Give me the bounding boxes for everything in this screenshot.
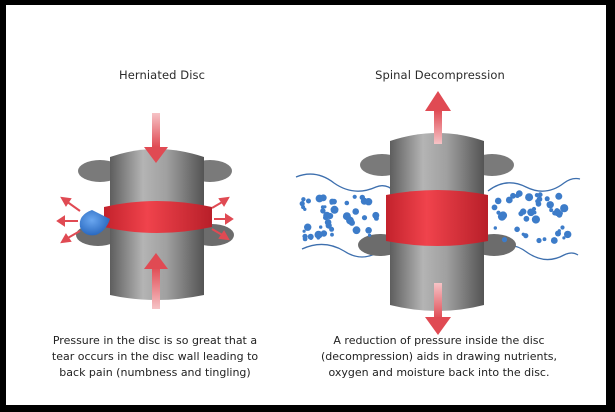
- nutrient-dot: [523, 215, 530, 222]
- nutrient-dot: [320, 230, 328, 237]
- pain-arrows-left: [56, 196, 81, 244]
- nutrient-dot: [496, 210, 501, 215]
- nutrient-dot: [505, 196, 513, 204]
- nutrient-dot: [320, 205, 325, 210]
- nutrient-dot: [510, 192, 516, 199]
- nutrient-dot: [373, 215, 379, 221]
- decompression-arrow-down: [425, 283, 451, 335]
- nutrient-dot: [314, 230, 323, 239]
- nutrient-dot: [536, 237, 542, 244]
- nutrient-dot: [535, 199, 539, 204]
- decompression-illustration: [295, 91, 581, 335]
- nutrient-dot: [501, 237, 508, 243]
- nutrient-dot: [329, 200, 334, 205]
- nutrient-dot: [520, 208, 527, 215]
- nutrient-dot: [544, 196, 550, 202]
- nutrient-dot: [562, 236, 566, 240]
- nutrient-dot: [560, 204, 569, 213]
- nutrient-wave-right-top: [487, 177, 581, 192]
- nutrient-dot: [531, 206, 537, 212]
- nutrient-dot: [494, 197, 502, 205]
- nutrient-dot: [329, 226, 335, 232]
- nutrient-dots-left: [299, 194, 380, 242]
- decompressed-disc: [386, 190, 488, 246]
- spinal-decompression-title: Spinal Decompression: [375, 68, 505, 82]
- nutrient-dot: [306, 198, 311, 204]
- nutrient-dot: [546, 201, 554, 209]
- nutrient-dot: [344, 200, 350, 206]
- herniated-disc-illustration: [56, 113, 234, 309]
- nutrient-dot: [324, 219, 332, 226]
- nutrient-dot: [555, 230, 561, 237]
- nutrient-dot: [361, 215, 368, 221]
- caption-line: back pain (numbness and tingling): [59, 366, 251, 379]
- decompression-caption: A reduction of pressure inside the disc …: [314, 333, 564, 381]
- nutrient-dot: [515, 193, 520, 198]
- nutrient-dot: [542, 237, 547, 242]
- nutrient-dot: [301, 197, 306, 202]
- nutrient-dot: [352, 226, 361, 235]
- nutrient-dot: [552, 210, 557, 216]
- nutrient-dot: [352, 194, 357, 199]
- nutrient-dot: [359, 194, 365, 201]
- nutrient-dot: [531, 215, 541, 224]
- nutrient-dot: [330, 205, 339, 214]
- caption-line: oxygen and moisture back into the disc.: [328, 366, 550, 379]
- nutrient-dot: [367, 233, 372, 237]
- nutrient-dot: [307, 233, 314, 240]
- nutrient-dot: [323, 211, 331, 220]
- herniated-disc-caption: Pressure in the disc is so great that a …: [30, 333, 280, 381]
- nutrient-dot: [316, 236, 321, 240]
- nutrient-dot: [560, 225, 565, 230]
- nutrient-dot: [319, 225, 323, 229]
- nutrient-dot: [537, 192, 543, 198]
- diagram-frame: Herniated Disc Spinal Decompression Pres…: [6, 5, 606, 405]
- nutrient-dot: [320, 208, 326, 214]
- nutrient-dot: [302, 229, 306, 233]
- nutrient-dot: [352, 208, 360, 215]
- nutrient-dot: [499, 211, 508, 220]
- nutrient-dot: [342, 212, 351, 221]
- caption-line: Pressure in the disc is so great that a: [52, 334, 258, 347]
- nutrient-dot: [549, 208, 554, 213]
- nutrient-dot: [514, 226, 520, 233]
- nutrient-dot: [493, 226, 497, 230]
- caption-line: (decompression) aids in drawing nutrient…: [321, 350, 557, 363]
- lower-vertebra-2: [390, 236, 484, 311]
- disc-band: [104, 201, 212, 233]
- nutrient-dot: [348, 219, 355, 226]
- nutrient-dot: [521, 232, 525, 236]
- pressure-arrow-down: [144, 113, 168, 163]
- upper-vertebra-2: [390, 133, 484, 206]
- nutrient-dot: [559, 211, 563, 216]
- diagram-artwork: [56, 91, 581, 335]
- pressure-arrow-up: [144, 253, 168, 309]
- nutrient-dot: [299, 201, 305, 207]
- nutrient-dots-right: [491, 190, 572, 244]
- pain-arrows-right: [211, 196, 234, 241]
- nutrient-dot: [302, 233, 308, 239]
- nutrient-dot: [304, 223, 312, 231]
- decompression-arrow-up: [425, 91, 451, 144]
- herniated-disc-title: Herniated Disc: [118, 68, 206, 82]
- nutrient-dot: [527, 196, 532, 201]
- nutrient-dot: [319, 194, 327, 202]
- nutrient-dot: [491, 204, 498, 211]
- nutrient-dot: [303, 207, 307, 211]
- nutrient-dot: [365, 227, 372, 234]
- nutrient-dot: [564, 230, 572, 239]
- caption-line: tear occurs in the disc wall leading to: [51, 350, 259, 363]
- nutrient-wave-left-top: [295, 173, 395, 192]
- caption-line: A reduction of pressure inside the disc: [333, 334, 545, 347]
- nutrient-dot: [555, 192, 563, 200]
- nutrient-dot: [330, 232, 334, 237]
- herniation-bulge: [79, 210, 110, 236]
- nutrient-dot: [550, 237, 558, 244]
